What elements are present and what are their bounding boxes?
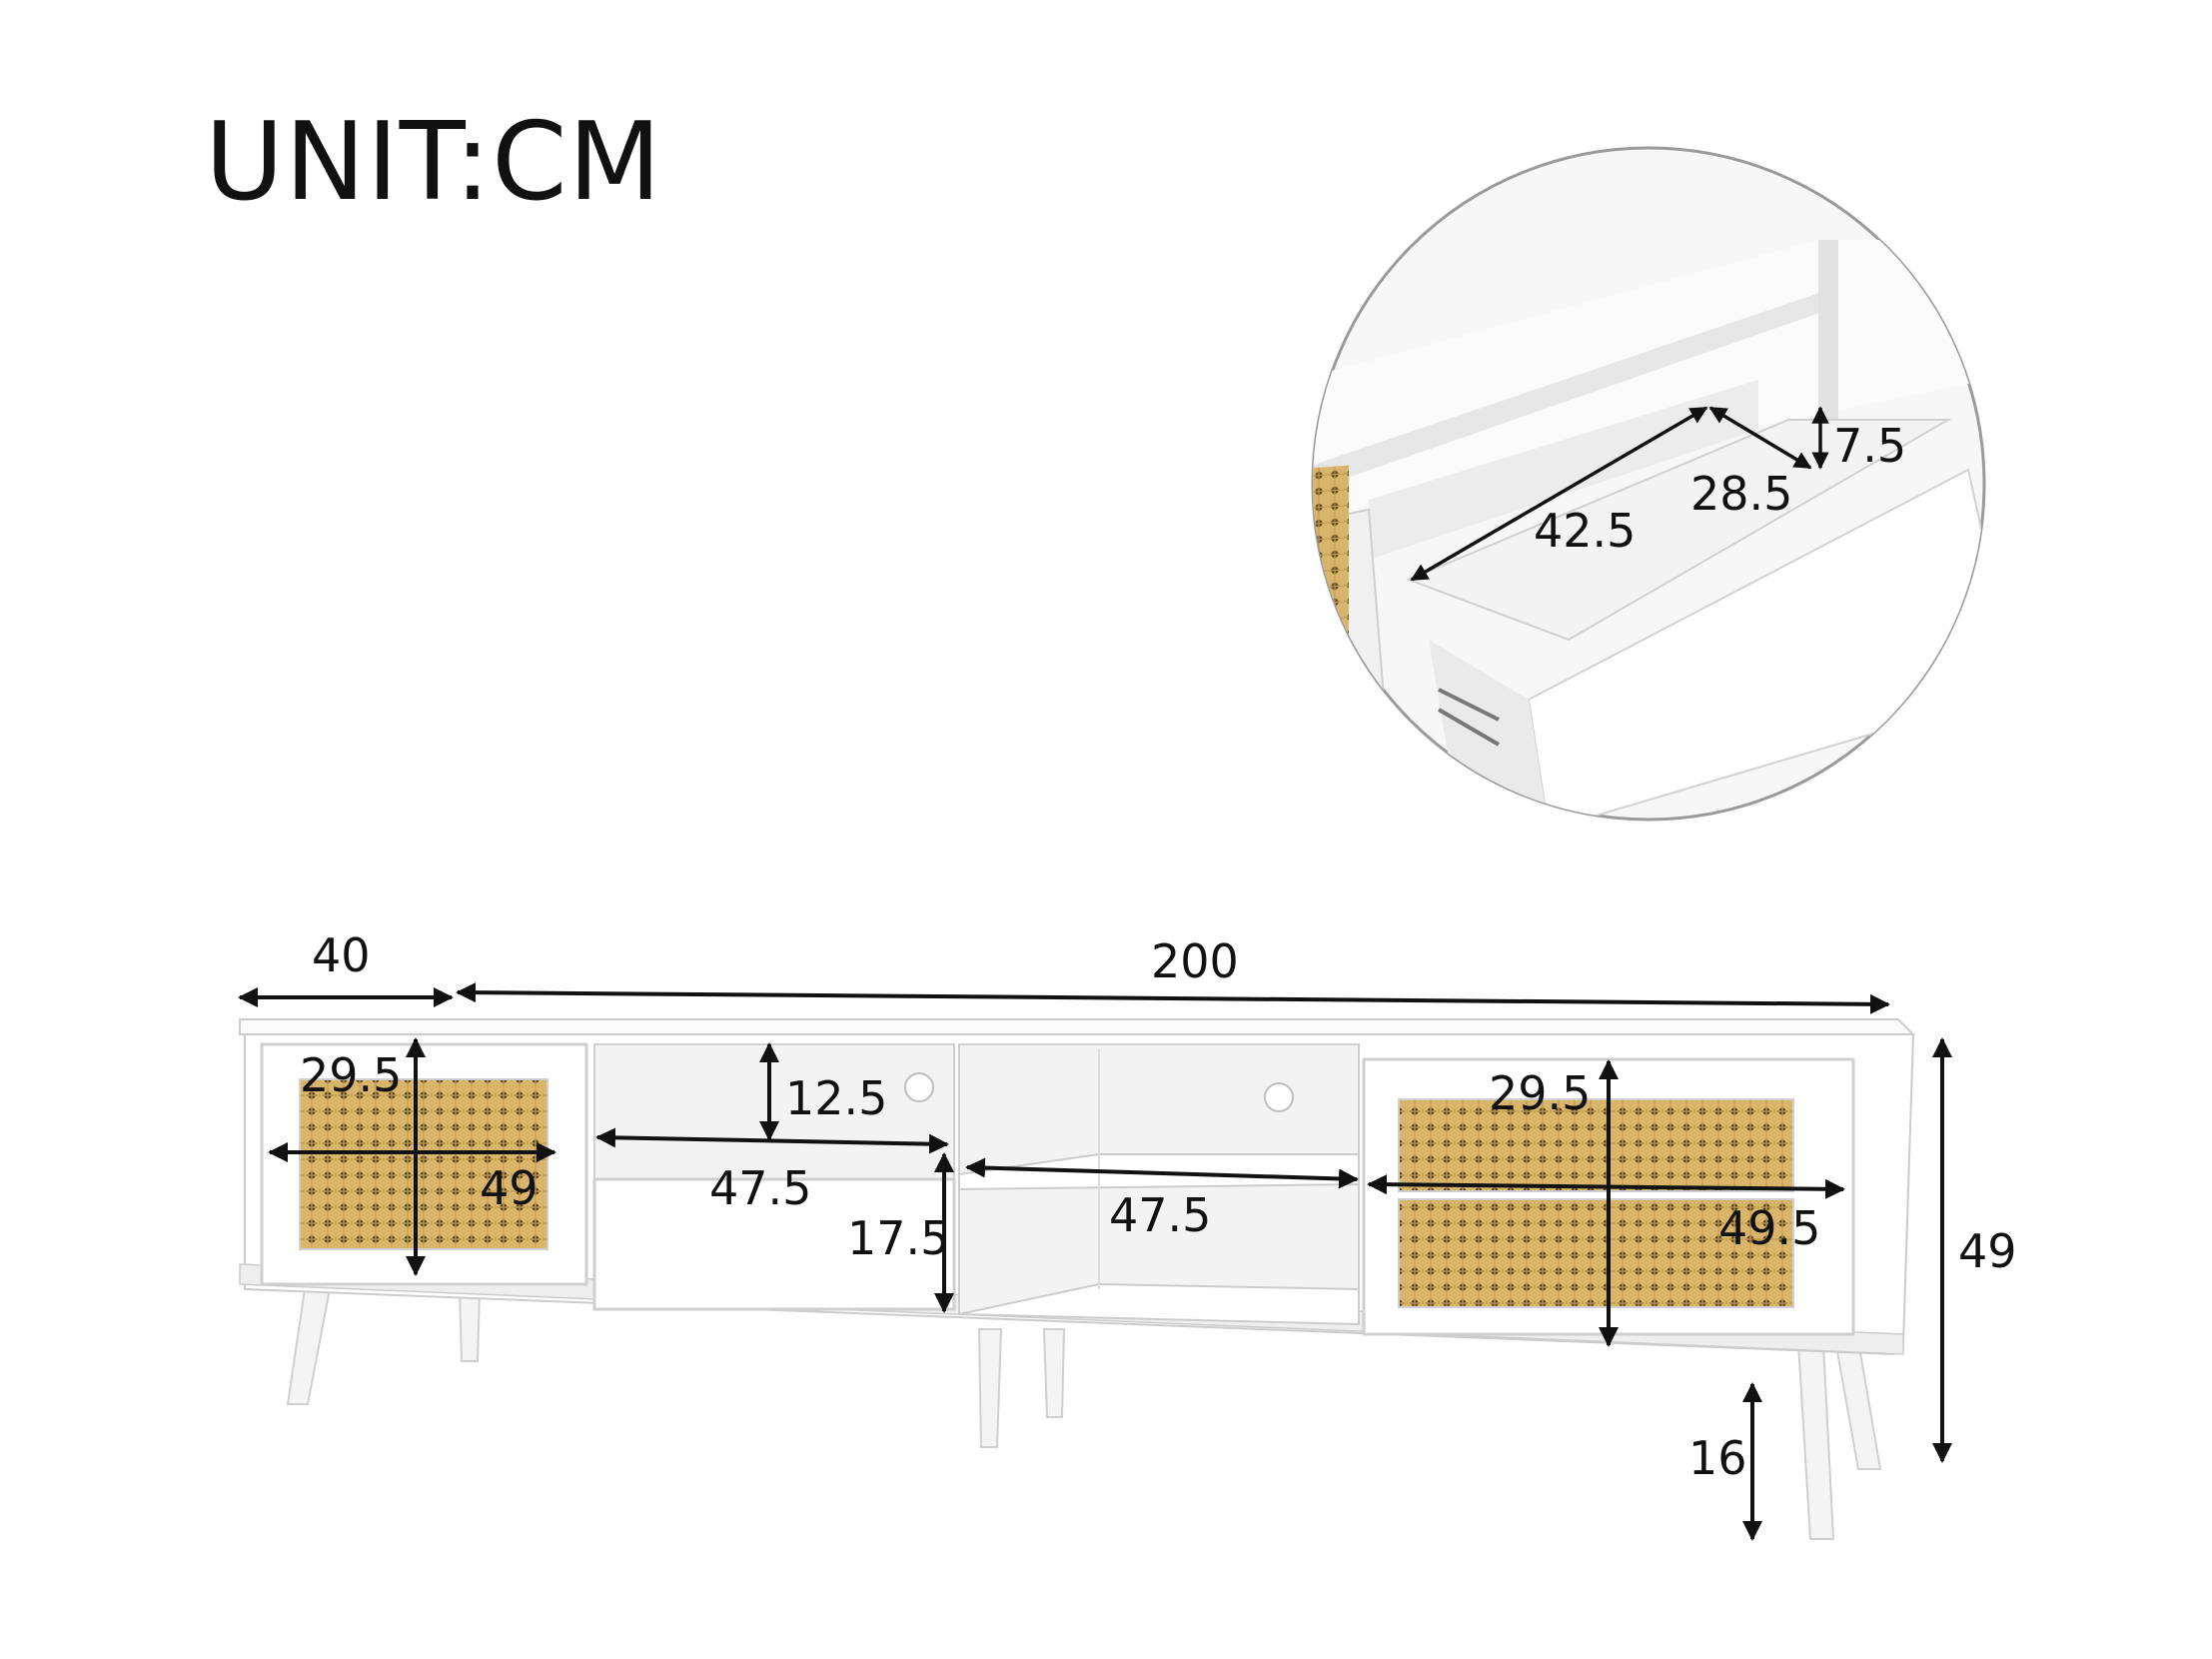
center-drawer-width-arrow (595, 1127, 949, 1154)
right-door-width-label: 29.5 (1489, 1066, 1591, 1120)
center-opening-height-label: 12.5 (785, 1071, 887, 1125)
left-door-width-label: 29.5 (300, 1048, 402, 1102)
width-label: 200 (1151, 934, 1239, 988)
detail-depth-arrow (1410, 406, 1708, 582)
depth-label: 40 (312, 928, 371, 982)
dimension-arrows (238, 982, 1952, 1541)
detail-height-label: 7.5 (1833, 419, 1906, 473)
center-drawer-height-label: 17.5 (847, 1211, 949, 1265)
center-drawer-width-label: 47.5 (709, 1161, 811, 1215)
detail-width-label: 28.5 (1690, 467, 1792, 521)
detail-width-arrow (1708, 406, 1812, 470)
right-door-height-label: 49.5 (1718, 1201, 1820, 1255)
dimension-labels: 40 200 49 16 29.5 49 12.5 47.5 17.5 47.5… (300, 928, 2017, 1485)
center-right-section (958, 1043, 1360, 1326)
tv-stand (239, 1018, 1916, 1540)
detail-depth-label: 42.5 (1534, 504, 1636, 558)
width-arrow (456, 982, 1890, 1014)
center-shelf-width-label: 47.5 (1109, 1188, 1211, 1242)
overall-height-label: 49 (1958, 1224, 2017, 1278)
legs (286, 1288, 1882, 1540)
leg-height-label: 16 (1688, 1431, 1747, 1485)
left-door-height-label: 49 (480, 1161, 539, 1215)
center-shelf-width-arrow (965, 1157, 1359, 1189)
center-left-section (592, 1043, 956, 1311)
unit-label: UNIT:CM (205, 100, 662, 225)
detail-view: 42.5 28.5 7.5 (1311, 146, 1986, 822)
